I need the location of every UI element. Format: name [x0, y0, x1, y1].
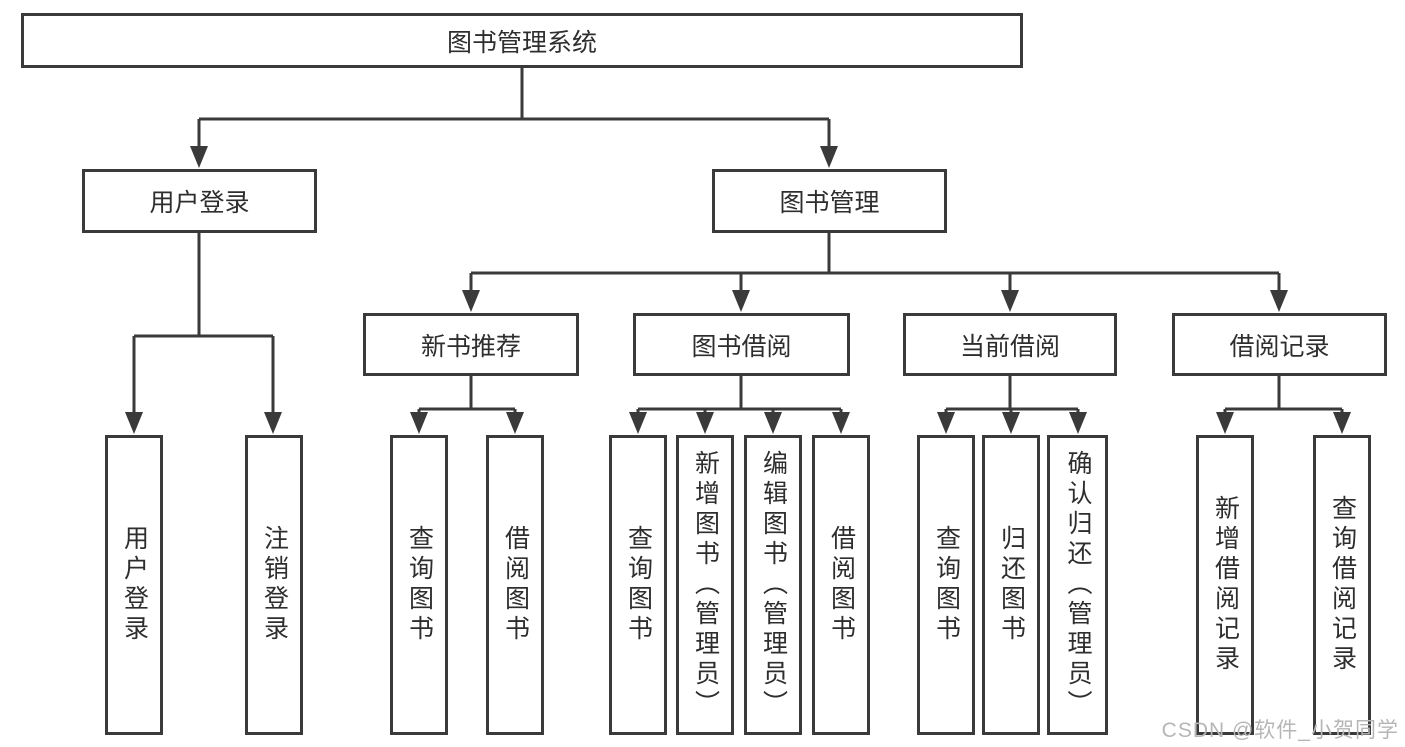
leaf-query-books-current-label: 查询图书	[932, 525, 961, 645]
leaf-query-books-recommend-label: 查询图书	[405, 525, 434, 645]
node-book-management: 图书管理	[712, 169, 947, 233]
leaf-query-books-current: 查询图书	[917, 435, 975, 735]
leaf-borrow-books-label: 借阅图书	[827, 525, 856, 645]
leaf-logout: 注销登录	[245, 435, 303, 735]
leaf-add-book-admin: 新增图书（管理员）	[676, 435, 734, 735]
leaf-return-books: 归还图书	[982, 435, 1040, 735]
node-current-borrow-label: 当前借阅	[959, 332, 1060, 361]
node-root-label: 图书管理系统	[446, 28, 597, 57]
leaf-edit-book-admin: 编辑图书（管理员）	[744, 435, 802, 735]
csdn-watermark: CSDN @软件_小贺同学	[1161, 719, 1399, 742]
leaf-user-login: 用户登录	[105, 435, 163, 735]
leaf-logout-label: 注销登录	[260, 525, 289, 645]
leaf-query-books-borrow: 查询图书	[609, 435, 667, 735]
leaf-user-login-label: 用户登录	[120, 525, 149, 645]
leaf-query-borrow-record: 查询借阅记录	[1313, 435, 1371, 735]
node-book-borrow-label: 图书借阅	[691, 332, 792, 361]
node-book-management-label: 图书管理	[779, 189, 880, 217]
leaf-borrow-books-recommend: 借阅图书	[486, 435, 544, 735]
node-book-borrow: 图书借阅	[633, 313, 850, 376]
leaf-query-books-recommend: 查询图书	[390, 435, 448, 735]
node-current-borrow: 当前借阅	[903, 313, 1117, 376]
leaf-add-book-admin-label: 新增图书（管理员）	[691, 450, 720, 720]
node-borrow-records-label: 借阅记录	[1229, 332, 1330, 361]
leaf-confirm-return-admin: 确认归还（管理员）	[1047, 435, 1108, 735]
node-new-book-recommend-label: 新书推荐	[420, 332, 521, 361]
node-user-login: 用户登录	[82, 169, 317, 233]
leaf-return-books-label: 归还图书	[997, 525, 1026, 645]
node-borrow-records: 借阅记录	[1172, 313, 1387, 376]
node-new-book-recommend: 新书推荐	[363, 313, 579, 376]
leaf-query-borrow-record-label: 查询借阅记录	[1328, 495, 1357, 675]
node-user-login-label: 用户登录	[149, 189, 250, 217]
leaf-edit-book-admin-label: 编辑图书（管理员）	[759, 450, 788, 720]
leaf-confirm-return-admin-label: 确认归还（管理员）	[1064, 450, 1092, 720]
leaf-borrow-books-recommend-label: 借阅图书	[501, 525, 530, 645]
leaf-query-books-borrow-label: 查询图书	[624, 525, 653, 645]
leaf-borrow-books: 借阅图书	[812, 435, 870, 735]
leaf-add-borrow-record-label: 新增借阅记录	[1211, 495, 1240, 675]
leaf-add-borrow-record: 新增借阅记录	[1196, 435, 1254, 735]
node-root: 图书管理系统	[21, 13, 1023, 68]
